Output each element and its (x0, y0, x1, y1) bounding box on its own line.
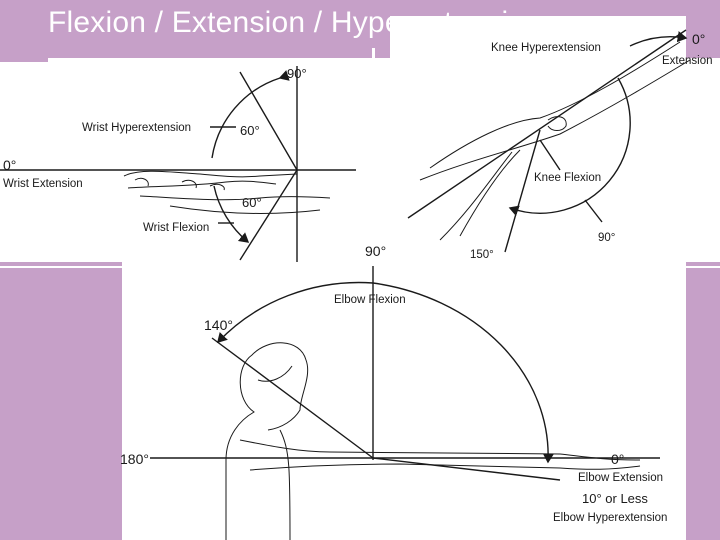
knee-flexion-label: Knee Flexion (534, 172, 601, 184)
elbow-angle-140: 140° (204, 317, 233, 333)
wrist-hyperextension-label: Wrist Hyperextension (82, 122, 191, 134)
wrist-hyper-ray (240, 72, 297, 170)
elbow-extension-label: Elbow Extension (578, 472, 663, 484)
wrist-hyper-arc (212, 78, 280, 158)
elbow-person-sketch (226, 343, 640, 540)
elbow-hyperextension-label: Elbow Hyperextension (553, 512, 667, 524)
knee-hyperextension-label: Knee Hyperextension (491, 42, 601, 54)
knee-diagram (408, 30, 690, 252)
elbow-flexion-arc (218, 283, 373, 342)
elbow-angle-less: 10° or Less (582, 491, 648, 506)
knee-extension-label: Extension (662, 55, 713, 67)
elbow-angle-0: 0° (611, 451, 624, 467)
wrist-angle-60-hyper: 60° (240, 123, 260, 138)
knee-axis-line (408, 30, 686, 218)
knee-leg-sketch (420, 42, 690, 240)
elbow-angle-180: 180° (120, 451, 149, 467)
elbow-flexion-label: Elbow Flexion (334, 294, 406, 306)
knee-angle-150: 150° (470, 249, 494, 261)
wrist-angle-60-flex: 60° (242, 195, 262, 210)
wrist-hand-sketch (124, 171, 330, 213)
wrist-flexion-label: Wrist Flexion (143, 222, 209, 234)
wrist-angle-0: 0° (3, 157, 16, 173)
elbow-flexion-ray (212, 338, 373, 458)
knee-hyper-arc (630, 37, 686, 46)
knee-angle-0: 0° (692, 31, 705, 47)
wrist-extension-label: Wrist Extension (3, 178, 83, 190)
elbow-angle-90: 90° (365, 243, 386, 259)
knee-flexion-pointer (540, 140, 560, 170)
elbow-extension-arc (373, 283, 548, 462)
wrist-angle-90: 90° (287, 66, 307, 81)
knee-flexion-arc (510, 78, 630, 213)
knee-angle-90: 90° (598, 232, 615, 244)
elbow-hyper-ray (373, 458, 560, 480)
knee-90-pointer (585, 200, 602, 222)
